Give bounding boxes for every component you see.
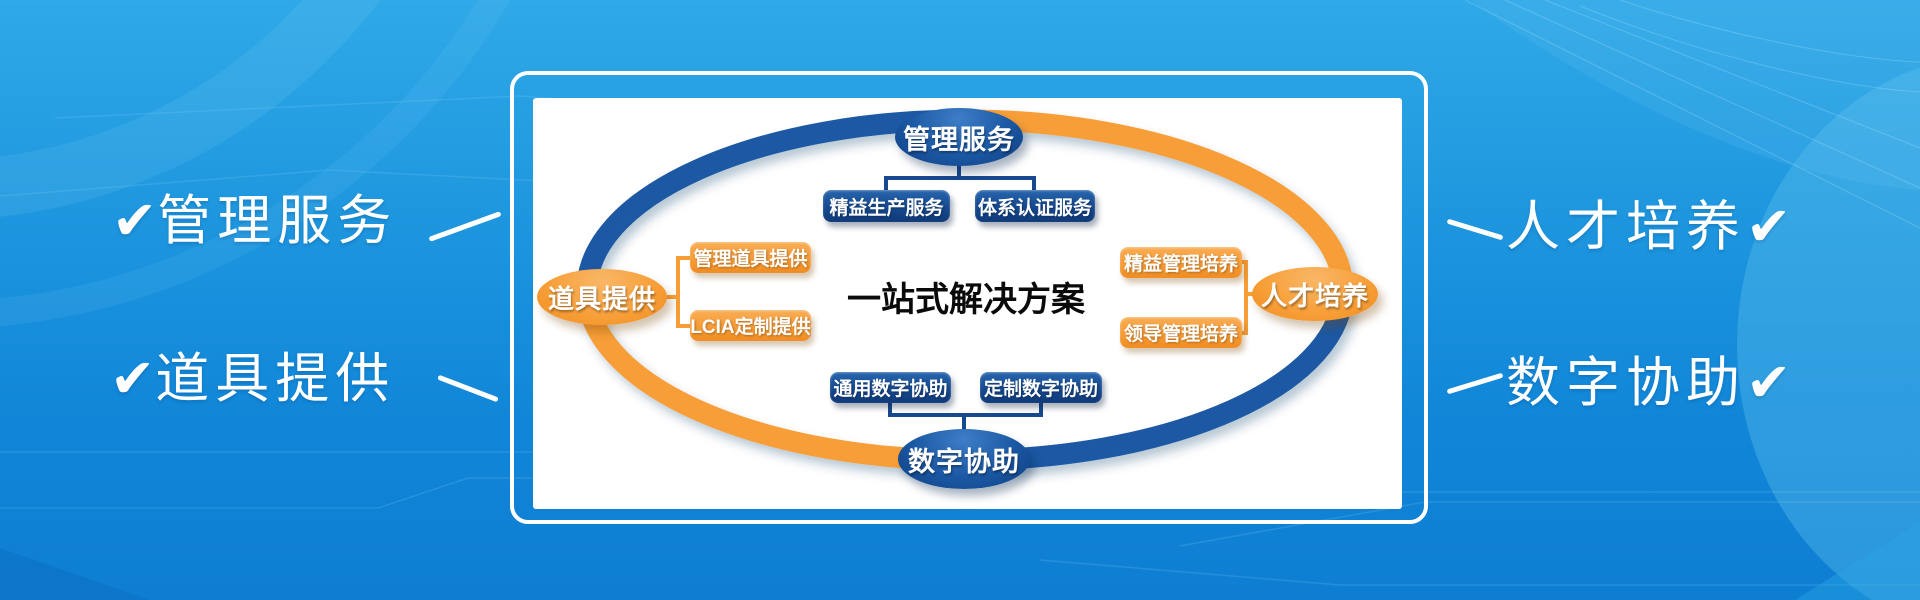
subitem-lean-production: 精益生产服务	[823, 190, 950, 222]
subitem-system-certification: 体系认证服务	[975, 190, 1095, 222]
subitem-label: 精益生产服务	[829, 197, 944, 219]
node-tools-provision: 道具提供	[537, 269, 667, 325]
ring-arc-top-left	[576, 109, 966, 291]
node-label: 数字协助	[908, 446, 1020, 477]
subitem-label: 精益管理培养	[1123, 254, 1238, 275]
corner-shape	[1795, 522, 1920, 600]
node-digital-assistance: 数字协助	[898, 429, 1030, 489]
side-label-text: 道具提供	[155, 349, 396, 409]
side-label-digital-assistance: 数字协助✔	[1506, 353, 1791, 413]
ring-arc-top-right	[964, 109, 1354, 291]
subitem-label: 领导管理培养	[1123, 324, 1238, 345]
node-label: 道具提供	[547, 283, 656, 314]
subitem-leadership-training: 领导管理培养	[1120, 317, 1242, 348]
corner-streak	[1470, 0, 1920, 190]
light-blob	[1737, 67, 1920, 600]
node-label: 人才培养	[1260, 280, 1369, 311]
subitem-label: LCIA定制提供	[690, 317, 811, 338]
check-icon: ✔	[1746, 195, 1792, 258]
ring-arc-bottom-right	[964, 289, 1354, 471]
check-icon: ✔	[1746, 351, 1792, 414]
connector-left	[665, 256, 690, 328]
side-label-text: 人才培养	[1506, 197, 1746, 257]
check-icon: ✔	[112, 189, 158, 252]
side-label-talent-training: 人才培养✔	[1506, 197, 1791, 257]
subitem-label: 通用数字协助	[833, 379, 948, 400]
node-talent-training: 人才培养	[1252, 267, 1378, 321]
subitem-management-tools: 管理道具提供	[690, 242, 811, 273]
corner-shape	[0, 548, 150, 600]
connector-top	[884, 166, 1036, 191]
mesh-lines	[1464, 0, 1920, 229]
connector-bottom	[888, 403, 1043, 432]
node-management-services: 管理服务	[895, 108, 1023, 166]
side-label-management-services: ✔管理服务	[112, 191, 398, 251]
subitem-label: 管理道具提供	[693, 249, 808, 270]
subitem-label: 体系认证服务	[977, 197, 1092, 219]
subitem-general-digital: 通用数字协助	[830, 372, 951, 403]
subitem-label: 定制数字协助	[983, 379, 1098, 400]
subitem-lean-training: 精益管理培养	[1120, 247, 1242, 278]
side-label-text: 管理服务	[157, 191, 398, 251]
diagram-title: 一站式解决方案	[847, 281, 1085, 319]
subitem-lcia-custom: LCIA定制提供	[690, 310, 811, 341]
side-label-text: 数字协助	[1506, 353, 1746, 413]
subitem-custom-digital: 定制数字协助	[980, 372, 1102, 403]
node-label: 管理服务	[903, 124, 1015, 155]
side-label-tools-provision: ✔道具提供	[110, 349, 396, 409]
check-icon: ✔	[110, 347, 156, 410]
ring-arc-bottom-left	[576, 289, 966, 471]
frame-outline	[510, 71, 1428, 524]
